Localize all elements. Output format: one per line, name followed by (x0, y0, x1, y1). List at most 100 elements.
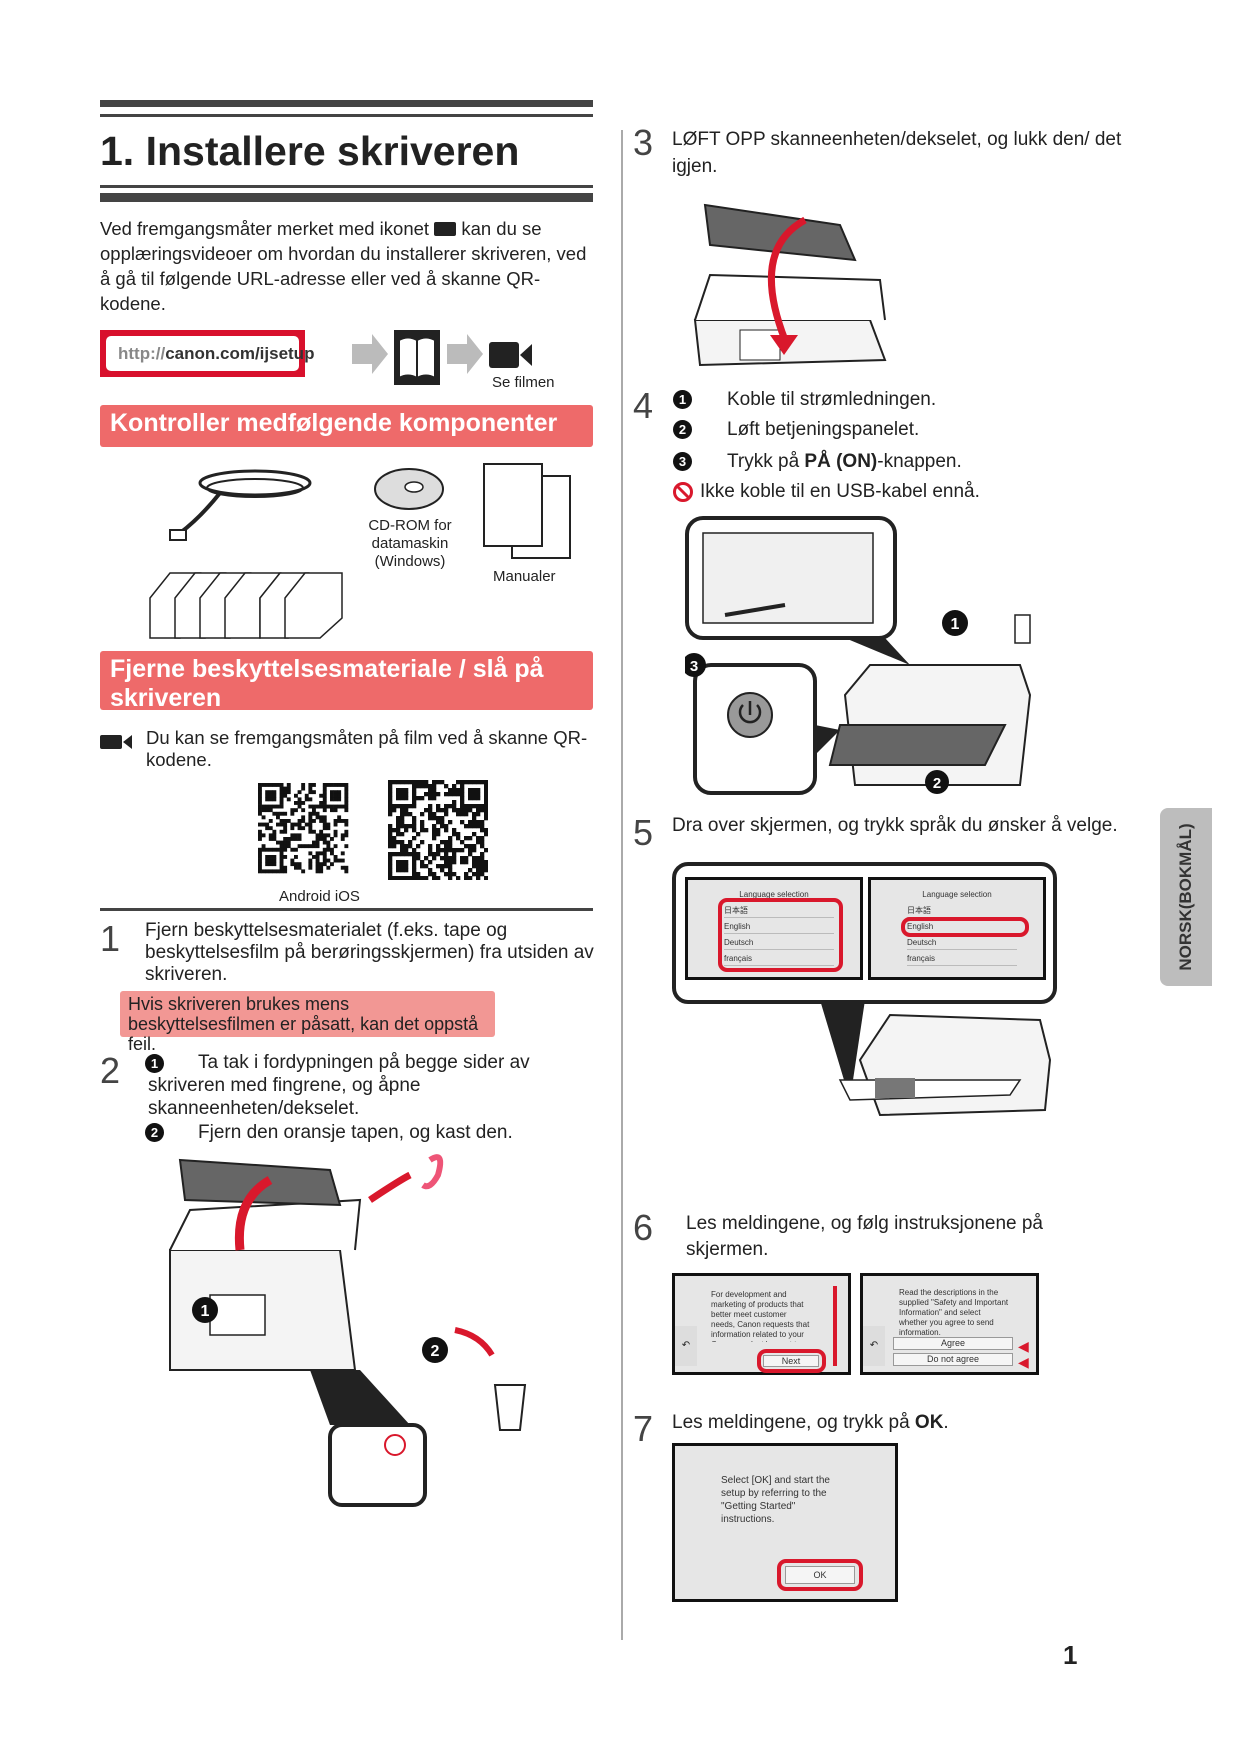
language-option[interactable]: Deutsch (907, 936, 1017, 950)
qr-module (261, 822, 266, 827)
qr-module (456, 788, 461, 793)
qr-module (464, 856, 469, 861)
qr-module (460, 788, 465, 793)
back-icon[interactable]: ↶ (863, 1326, 885, 1366)
qr-module (283, 811, 288, 816)
qr-module (301, 783, 306, 787)
language-option[interactable]: 日本語 (724, 904, 834, 918)
qr-module (279, 869, 284, 874)
back-icon[interactable]: ↶ (675, 1326, 697, 1366)
qr-module (258, 869, 262, 874)
qr-module (301, 815, 306, 820)
qr-module (440, 816, 445, 821)
qr-module (294, 801, 298, 805)
qr-module (279, 786, 284, 791)
qr-module (412, 848, 417, 853)
qr-module (326, 822, 331, 827)
qr-module (279, 840, 284, 845)
qr-module (326, 833, 331, 838)
qr-module (476, 820, 481, 825)
qr-module (444, 792, 449, 797)
qr-module (308, 822, 313, 827)
qr-module (404, 788, 409, 793)
manuals-label: Manualer (493, 568, 556, 585)
language-option[interactable]: Deutsch (724, 936, 834, 950)
qr-module (456, 808, 461, 813)
language-option[interactable]: English (724, 920, 834, 934)
qr-module (484, 792, 488, 797)
qr-module (472, 804, 477, 809)
qr-module (404, 792, 409, 797)
qr-module (319, 851, 324, 856)
next-button[interactable]: Next (763, 1355, 819, 1367)
screen-title: Language selection (922, 890, 992, 899)
qr-module (283, 793, 288, 798)
qr-module (412, 784, 417, 789)
qr-module (388, 868, 393, 873)
qr-module (326, 804, 331, 809)
step-number: 4 (633, 385, 654, 426)
qr-module (472, 860, 477, 865)
step2-item2: Fjern den oransje tapen, og kast den. (198, 1122, 513, 1143)
highlight (777, 1559, 863, 1591)
qr-module (444, 848, 449, 853)
qr-module (388, 844, 393, 849)
qr-module (404, 852, 409, 857)
url-box[interactable]: http://canon.com/ijsetup (100, 330, 314, 377)
qr-module (276, 804, 280, 809)
qr-module (396, 860, 401, 865)
qr-module (448, 820, 453, 825)
qr-module (286, 786, 291, 791)
qr-module (268, 862, 273, 867)
qr-module (452, 804, 457, 809)
qr-module (476, 804, 481, 809)
qr-module (268, 826, 273, 831)
qr-module (258, 801, 262, 805)
qr-module (452, 872, 457, 877)
qr-module (412, 856, 417, 861)
qr-module (337, 783, 342, 787)
qr-module (330, 851, 334, 856)
qr-module (312, 790, 316, 795)
qr-module (472, 820, 477, 825)
qr-module (424, 864, 429, 869)
qr-module (440, 824, 445, 829)
qr-module (436, 820, 441, 825)
language-option[interactable]: français (907, 952, 1017, 966)
bullet-2-icon: 2 (145, 1123, 164, 1142)
agree-button[interactable]: Agree (893, 1337, 1013, 1350)
qr-module (424, 876, 429, 880)
qr-module (279, 811, 284, 816)
qr-module (436, 876, 441, 880)
qr-module (319, 815, 324, 820)
qr-module (432, 836, 437, 841)
qr-module (420, 828, 425, 833)
qr-module (279, 855, 284, 859)
qr-module (319, 829, 324, 834)
qr-module (412, 860, 417, 865)
qr-module (330, 797, 334, 802)
qr-module (344, 783, 349, 787)
qr-module (297, 801, 302, 805)
qr-module (290, 811, 295, 816)
qr-module (464, 824, 469, 829)
qr-module (420, 780, 425, 785)
qr-module (400, 816, 405, 821)
qr-module (456, 812, 461, 817)
components-banner: Kontroller medfølgende komponenter (100, 405, 593, 447)
step3-text: LØFT OPP skanneenheten/dekselet, og lukk… (672, 129, 1122, 177)
qr-module (472, 844, 477, 849)
qr-module (312, 840, 316, 845)
qr-module (484, 832, 488, 837)
qr-module (272, 862, 277, 867)
qr-module (268, 793, 273, 798)
qr-module (468, 824, 473, 829)
qr-module (448, 872, 453, 877)
do-not-agree-button[interactable]: Do not agree (893, 1353, 1013, 1366)
language-option[interactable]: 日本語 (907, 904, 1017, 918)
language-option[interactable]: français (724, 952, 834, 966)
qr-module (319, 862, 324, 867)
ok-button[interactable]: OK (785, 1566, 855, 1584)
